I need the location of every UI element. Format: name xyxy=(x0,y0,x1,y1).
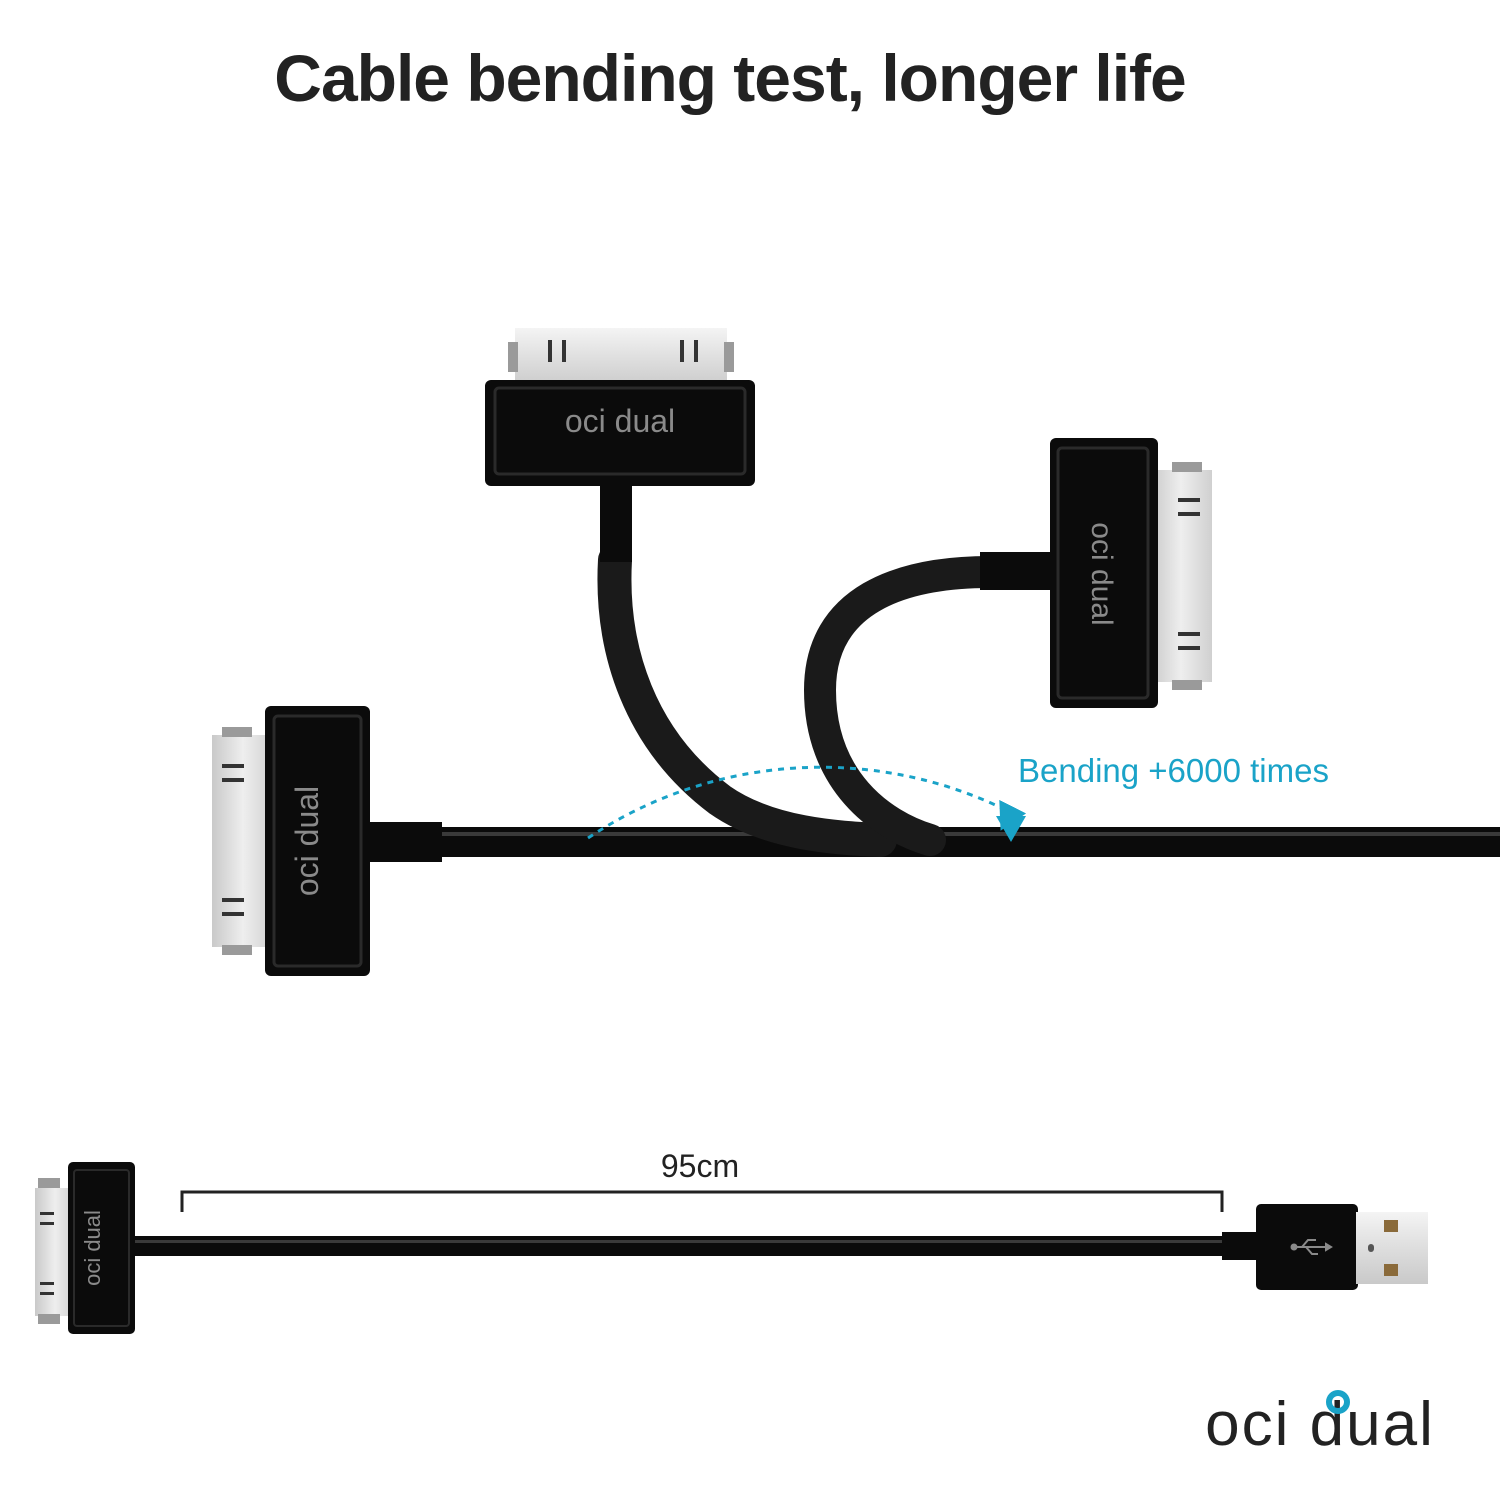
length-bracket xyxy=(180,1190,1224,1212)
usb-icon xyxy=(1290,1239,1333,1255)
connector-left: oci dual xyxy=(212,706,370,976)
main-cable xyxy=(370,822,1500,862)
bent-cable-top xyxy=(597,480,897,857)
bent-cable-right xyxy=(803,552,1052,856)
brand-logo-accent-icon xyxy=(1326,1390,1350,1414)
bending-label: Bending +6000 times xyxy=(1018,752,1329,789)
connector-right: oci dual xyxy=(1050,438,1212,708)
length-cable xyxy=(130,1236,1270,1256)
page-title: Cable bending test, longer life xyxy=(274,41,1186,115)
connector-top-brand: oci dual xyxy=(565,403,675,439)
connector-bottom-left: oci dual xyxy=(35,1162,135,1334)
connector-left-brand: oci dual xyxy=(289,786,325,896)
connector-right-brand: oci dual xyxy=(1085,522,1118,625)
cable-length-label: 95cm xyxy=(660,1148,740,1184)
brand-logo-text: oci dual xyxy=(1205,1390,1435,1459)
usb-a-connector xyxy=(1222,1204,1428,1290)
connector-top: oci dual xyxy=(485,328,755,486)
connector-bottom-left-brand: oci dual xyxy=(80,1210,105,1286)
brand-logo: oci dual xyxy=(1205,1390,1435,1459)
bend-arrow xyxy=(587,765,1027,842)
